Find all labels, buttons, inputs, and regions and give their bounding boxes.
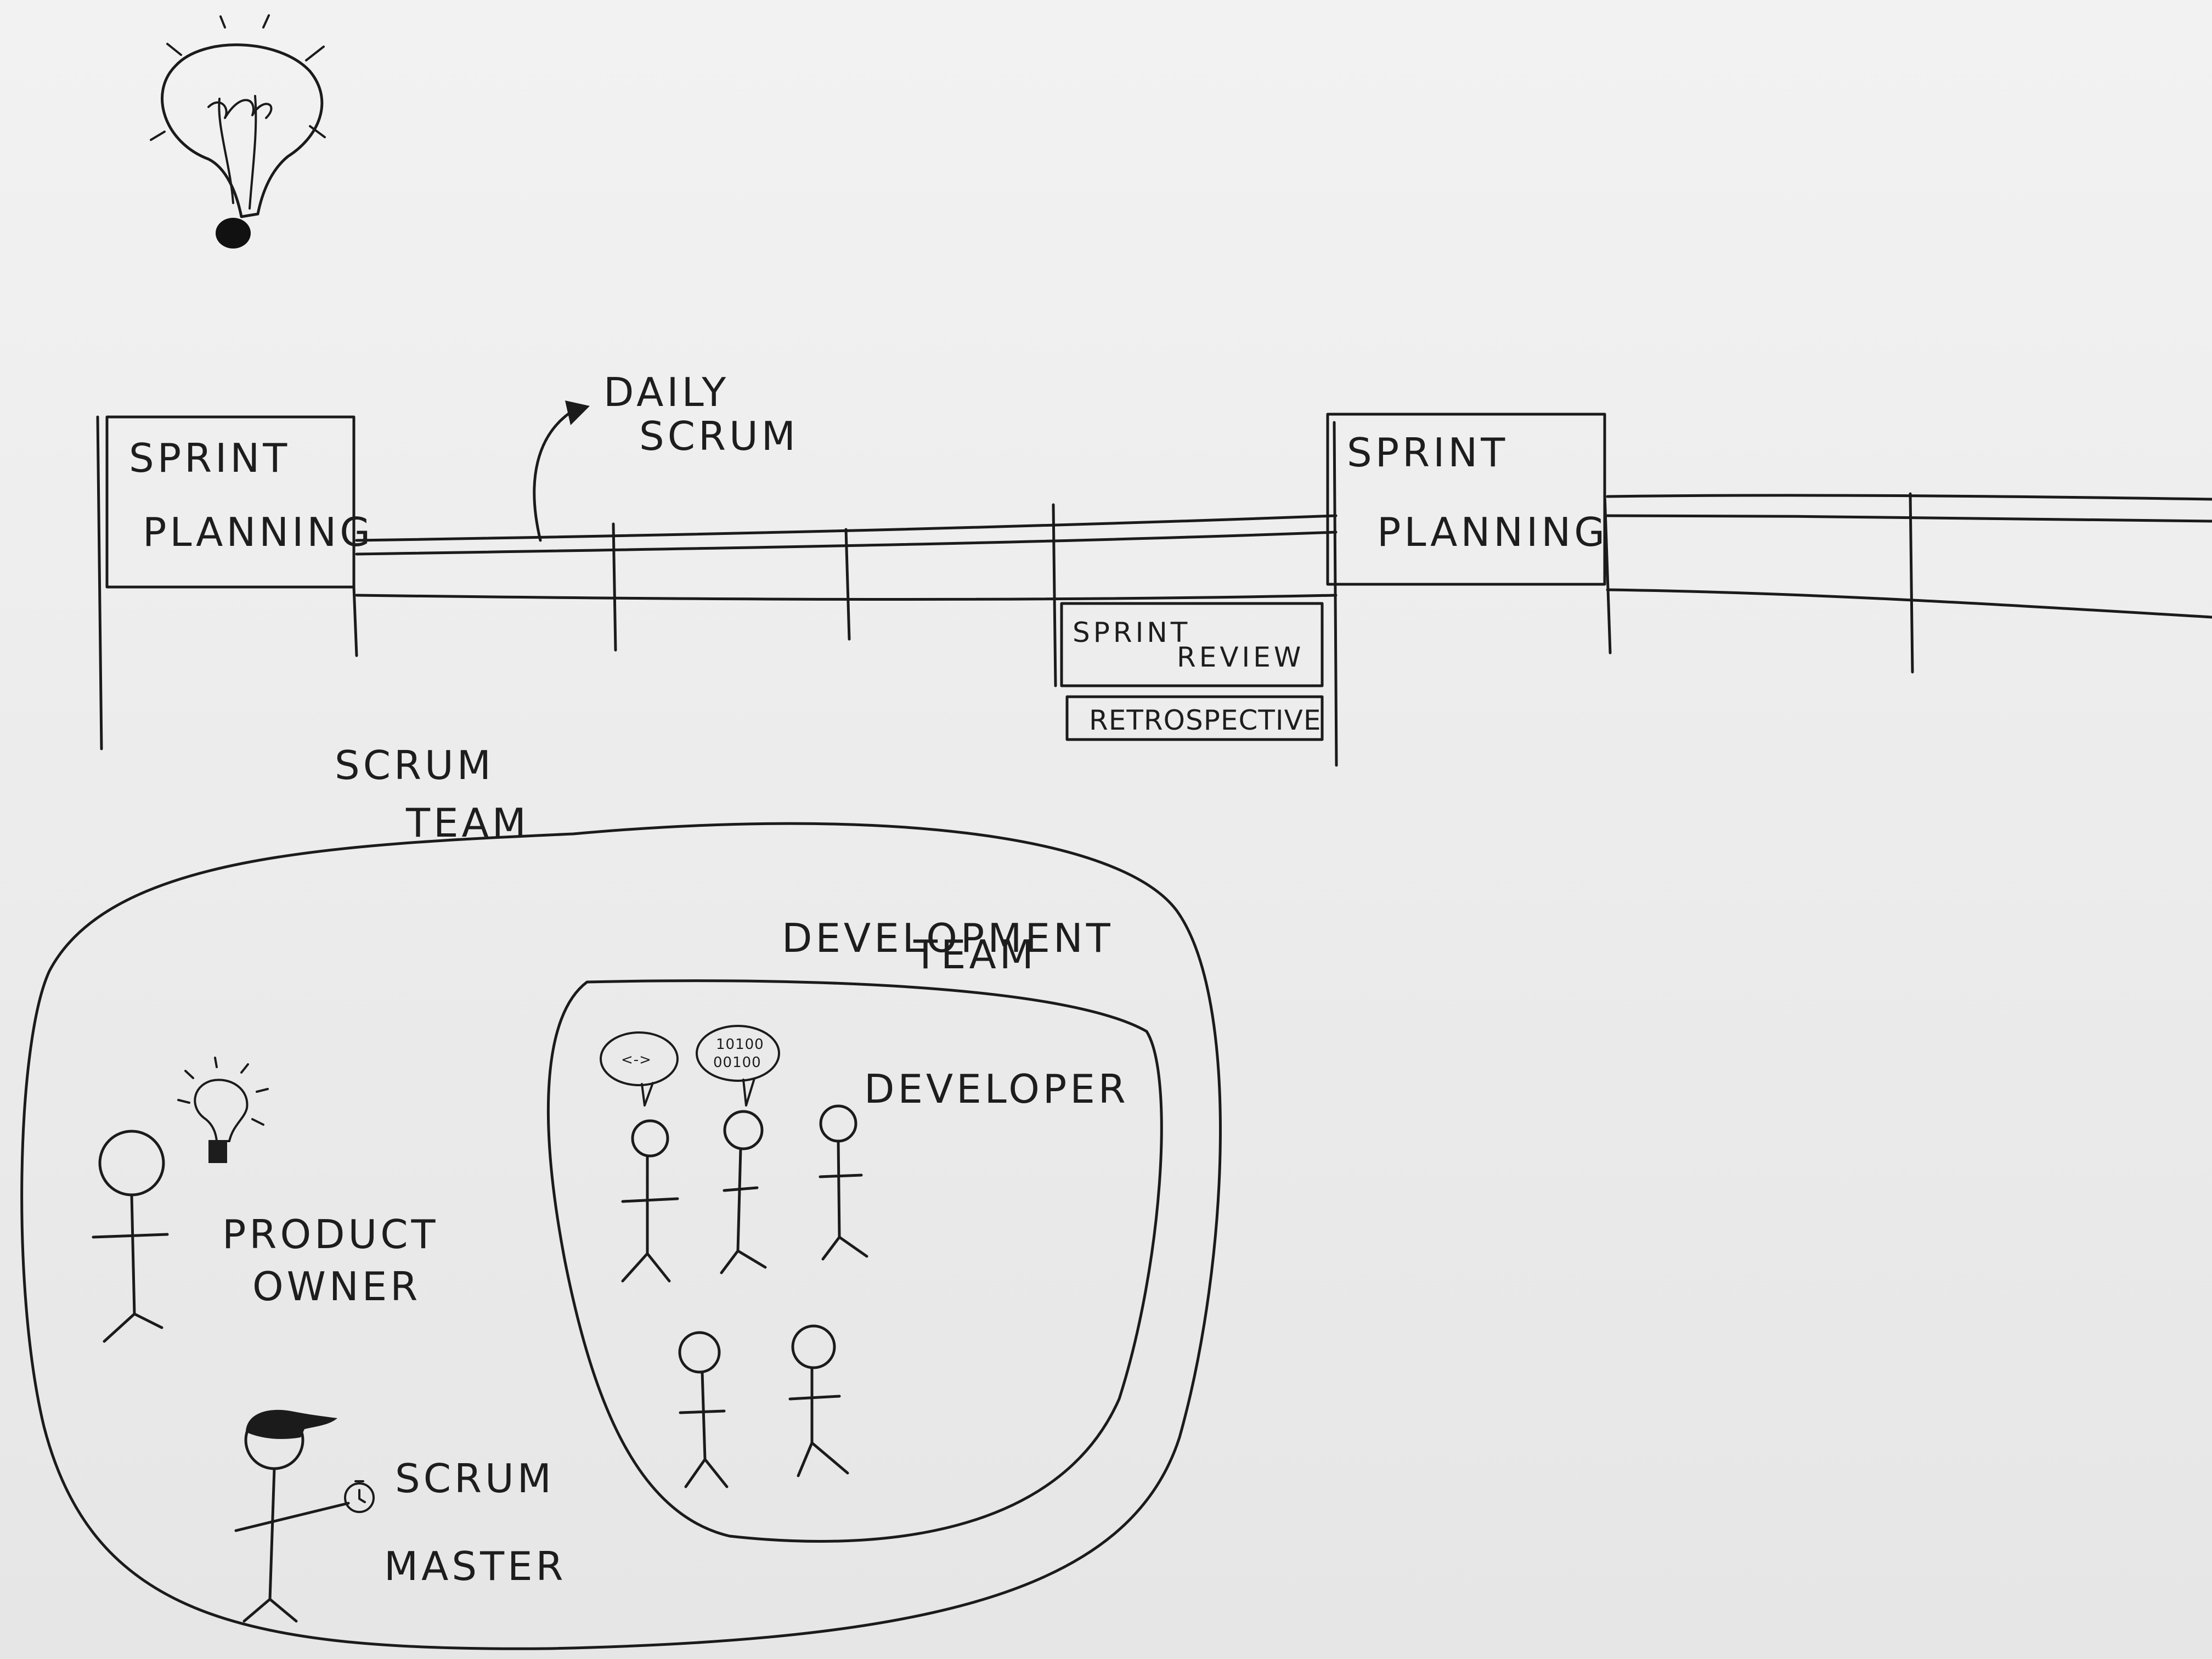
lightbulb-icon xyxy=(150,14,326,249)
speech-bubble-binary: 10100 00100 xyxy=(696,1025,780,1107)
developer-figure-1 xyxy=(621,1119,679,1283)
sprint-planning-1-line-1: SPRINT xyxy=(129,435,290,481)
sprint-planning-2-line-2: PLANNING xyxy=(1377,509,1608,555)
retrospective-box xyxy=(1065,695,1324,741)
lightbulb-icon xyxy=(177,1057,269,1163)
developer-figure-4 xyxy=(678,1331,729,1488)
scrum-team-boundary xyxy=(20,822,1222,1650)
daily-scrum-line-1: DAILY xyxy=(603,369,729,415)
retrospective-label: RETROSPECTIVE xyxy=(1089,704,1321,736)
scrum-master-line-1: SCRUM xyxy=(395,1455,555,1502)
cap-icon xyxy=(246,1409,337,1439)
sprint-planning-box-1 xyxy=(105,415,356,589)
developer-figure-5 xyxy=(788,1324,849,1477)
sprint-review-line-1: SPRINT xyxy=(1073,617,1190,648)
scrum-master-line-2: MASTER xyxy=(384,1543,567,1589)
developer-figure-3 xyxy=(819,1104,868,1261)
arrow-icon xyxy=(533,407,578,542)
stopwatch-icon xyxy=(344,1480,375,1513)
developer-label: DEVELOPER xyxy=(864,1066,1129,1112)
scrum-master-figure xyxy=(234,1410,350,1623)
product-owner-line-1: PRODUCT xyxy=(222,1211,439,1257)
sprint-planning-1-line-2: PLANNING xyxy=(143,509,374,555)
speech-bubble-binary-line-2: 00100 xyxy=(713,1054,761,1071)
scrum-team-line-1: SCRUM xyxy=(335,742,494,788)
sprint-review-box xyxy=(1060,602,1324,687)
product-owner-figure xyxy=(92,1130,169,1343)
development-team-line-2: TEAM xyxy=(913,932,1037,978)
speech-bubble-code: <-> xyxy=(600,1031,679,1107)
speech-bubble-code-text: <-> xyxy=(621,1052,652,1068)
sprint-review-line-2: REVIEW xyxy=(1177,641,1304,673)
development-team-line-1: DEVELOPMENT xyxy=(782,915,1114,961)
speech-bubble-binary-line-1: 10100 xyxy=(716,1036,764,1053)
development-team-boundary xyxy=(546,979,1163,1543)
developer-figure-2 xyxy=(720,1110,767,1274)
daily-scrum-line-2: SCRUM xyxy=(639,413,799,459)
sprint-timeline xyxy=(96,400,2212,767)
product-owner-line-2: OWNER xyxy=(252,1263,421,1310)
sprint-planning-2-line-1: SPRINT xyxy=(1347,430,1508,476)
